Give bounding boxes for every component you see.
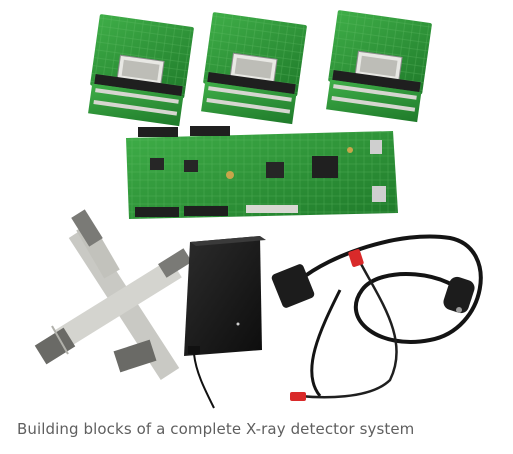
network-cable [290, 249, 398, 401]
product-photo [34, 10, 483, 409]
detector-module-right [326, 10, 432, 123]
power-supply [184, 236, 266, 409]
detector-module-middle [201, 12, 307, 125]
power-cord [271, 234, 483, 397]
figure-caption: Building blocks of a complete X-ray dete… [17, 420, 415, 438]
readout-board [126, 126, 398, 219]
ribbon-cables [34, 209, 192, 380]
detector-module-left [88, 14, 194, 127]
